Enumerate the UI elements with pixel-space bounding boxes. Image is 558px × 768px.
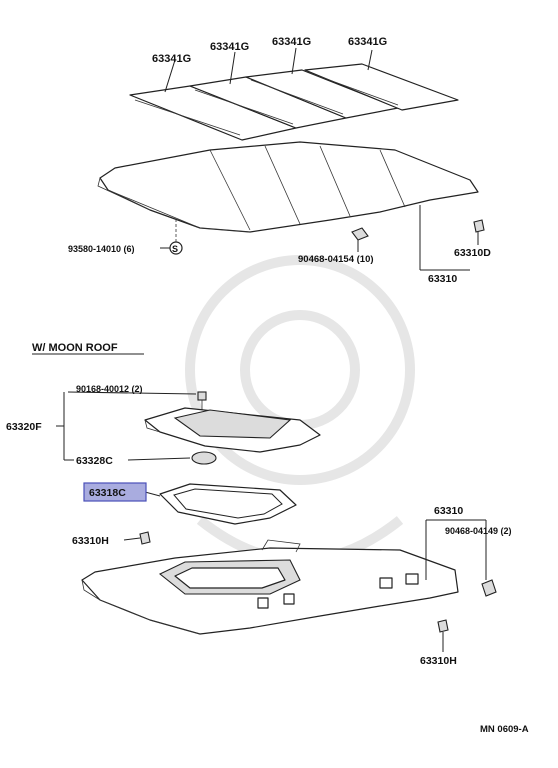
screw-63310d[interactable]	[473, 219, 485, 233]
label-headliner-top: 63310	[428, 273, 457, 285]
label-headliner-bottom: 63310	[434, 505, 463, 517]
label-63310d: 63310D	[454, 247, 491, 259]
leader-screw-90168	[67, 391, 197, 395]
clip-90468-04149[interactable]	[481, 579, 497, 597]
leader-panel-3	[291, 47, 297, 75]
label-63310h-right: 63310H	[420, 655, 457, 667]
leader-panel-4	[367, 49, 373, 71]
label-clip-90468: 90468-04149 (2)	[445, 526, 512, 536]
leader-panel-1	[164, 59, 176, 93]
clip-symbol: S	[172, 244, 178, 254]
seal-63318c[interactable]	[159, 483, 297, 525]
label-63318c: 63318C	[89, 487, 126, 499]
fastener-90468-04154[interactable]	[351, 227, 369, 241]
clip-93580[interactable]: S	[169, 241, 183, 255]
label-63310h-left: 63310H	[72, 535, 109, 547]
headliner-top-63310[interactable]	[97, 141, 479, 233]
leader-bolt-left	[123, 537, 141, 541]
leader-panel-2	[229, 51, 236, 85]
label-fastener: 90468-04154 (10)	[298, 254, 374, 265]
screw-90168-40012[interactable]	[197, 391, 207, 410]
label-panel-2: 63341G	[210, 41, 249, 53]
label-panel-1: 63341G	[152, 53, 191, 65]
label-panel-3: 63341G	[272, 36, 311, 48]
label-panel-4: 63341G	[348, 36, 387, 48]
label-63328c: 63328C	[76, 455, 113, 467]
footer-code: MN 0609-A	[480, 724, 529, 735]
panel-63341g-4[interactable]	[304, 63, 459, 111]
bolt-63310h-left[interactable]	[139, 531, 151, 545]
plug-63328c[interactable]	[191, 451, 217, 465]
label-screw-90168: 90168-40012 (2)	[76, 384, 143, 394]
section-header: W/ MOON ROOF	[32, 342, 118, 354]
highlight-63318c	[83, 482, 147, 502]
label-63320f: 63320F	[6, 421, 42, 433]
leader-seal	[144, 491, 161, 497]
bolt-63310h-right[interactable]	[437, 619, 449, 633]
frame-assy-63320f[interactable]	[144, 407, 321, 453]
label-clip-93580: 93580-14010 (6)	[68, 244, 135, 254]
leader-plug	[127, 457, 191, 461]
headliner-bottom-63310[interactable]	[81, 539, 459, 635]
